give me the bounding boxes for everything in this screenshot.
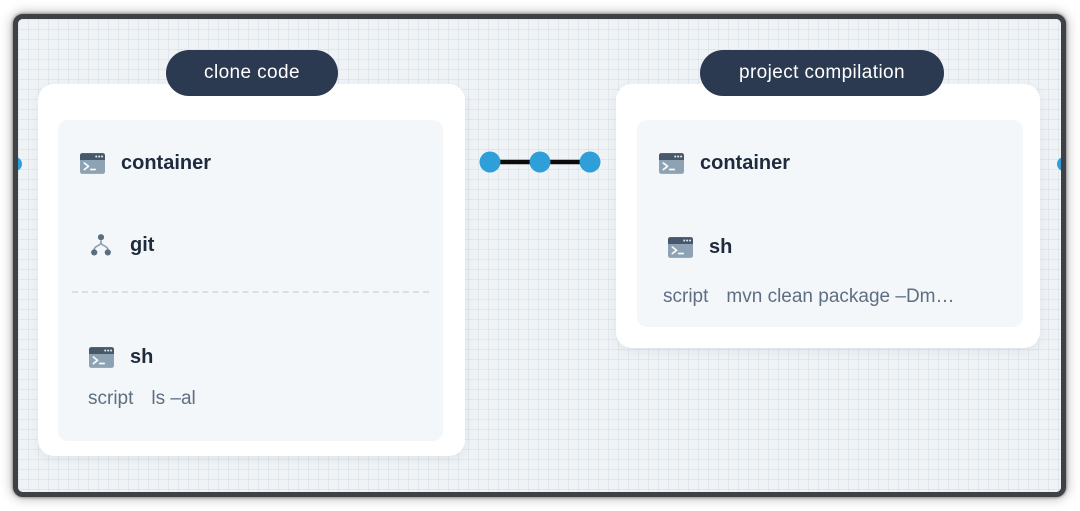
step-label: container (121, 151, 212, 174)
script-value: mvn clean package –Dm… (726, 286, 955, 307)
step-row-container[interactable]: container (637, 148, 1023, 178)
step-label: sh (709, 235, 733, 258)
stage-pill-clone-code[interactable]: clone code (166, 50, 338, 96)
stage-card-clone-code: container git (38, 84, 465, 456)
step-label: git (130, 233, 155, 256)
step-row-git[interactable]: git (58, 230, 443, 260)
connector-dot[interactable] (18, 157, 22, 171)
terminal-icon (667, 235, 693, 259)
script-line: script mvn clean package –Dm… (663, 286, 955, 308)
connector-dot[interactable] (1057, 157, 1061, 171)
script-value: ls –al (151, 388, 196, 409)
connector-dot[interactable] (479, 151, 501, 173)
terminal-icon (88, 345, 114, 369)
connector-dot[interactable] (529, 151, 551, 173)
stage-card-project-compilation: container (616, 84, 1040, 348)
step-row-sh[interactable]: sh (637, 232, 1023, 262)
step-row-container[interactable]: container (58, 148, 443, 178)
stage-pill-project-compilation[interactable]: project compilation (700, 50, 944, 96)
connector-dot[interactable] (579, 151, 601, 173)
step-row-sh[interactable]: sh (58, 342, 443, 372)
terminal-icon (658, 151, 684, 175)
script-key: script (88, 388, 134, 409)
git-fork-icon (88, 233, 114, 257)
script-key: script (663, 286, 709, 307)
pipeline-canvas: clone code (18, 19, 1061, 492)
step-label: container (700, 151, 791, 174)
step-divider (72, 291, 429, 293)
steps-panel: container (637, 120, 1023, 327)
terminal-icon (79, 151, 105, 175)
step-label: sh (130, 345, 154, 368)
script-line: script ls –al (88, 388, 196, 410)
stage-connector (479, 151, 601, 173)
app-frame: clone code (13, 14, 1066, 497)
steps-panel: container git (58, 120, 443, 441)
